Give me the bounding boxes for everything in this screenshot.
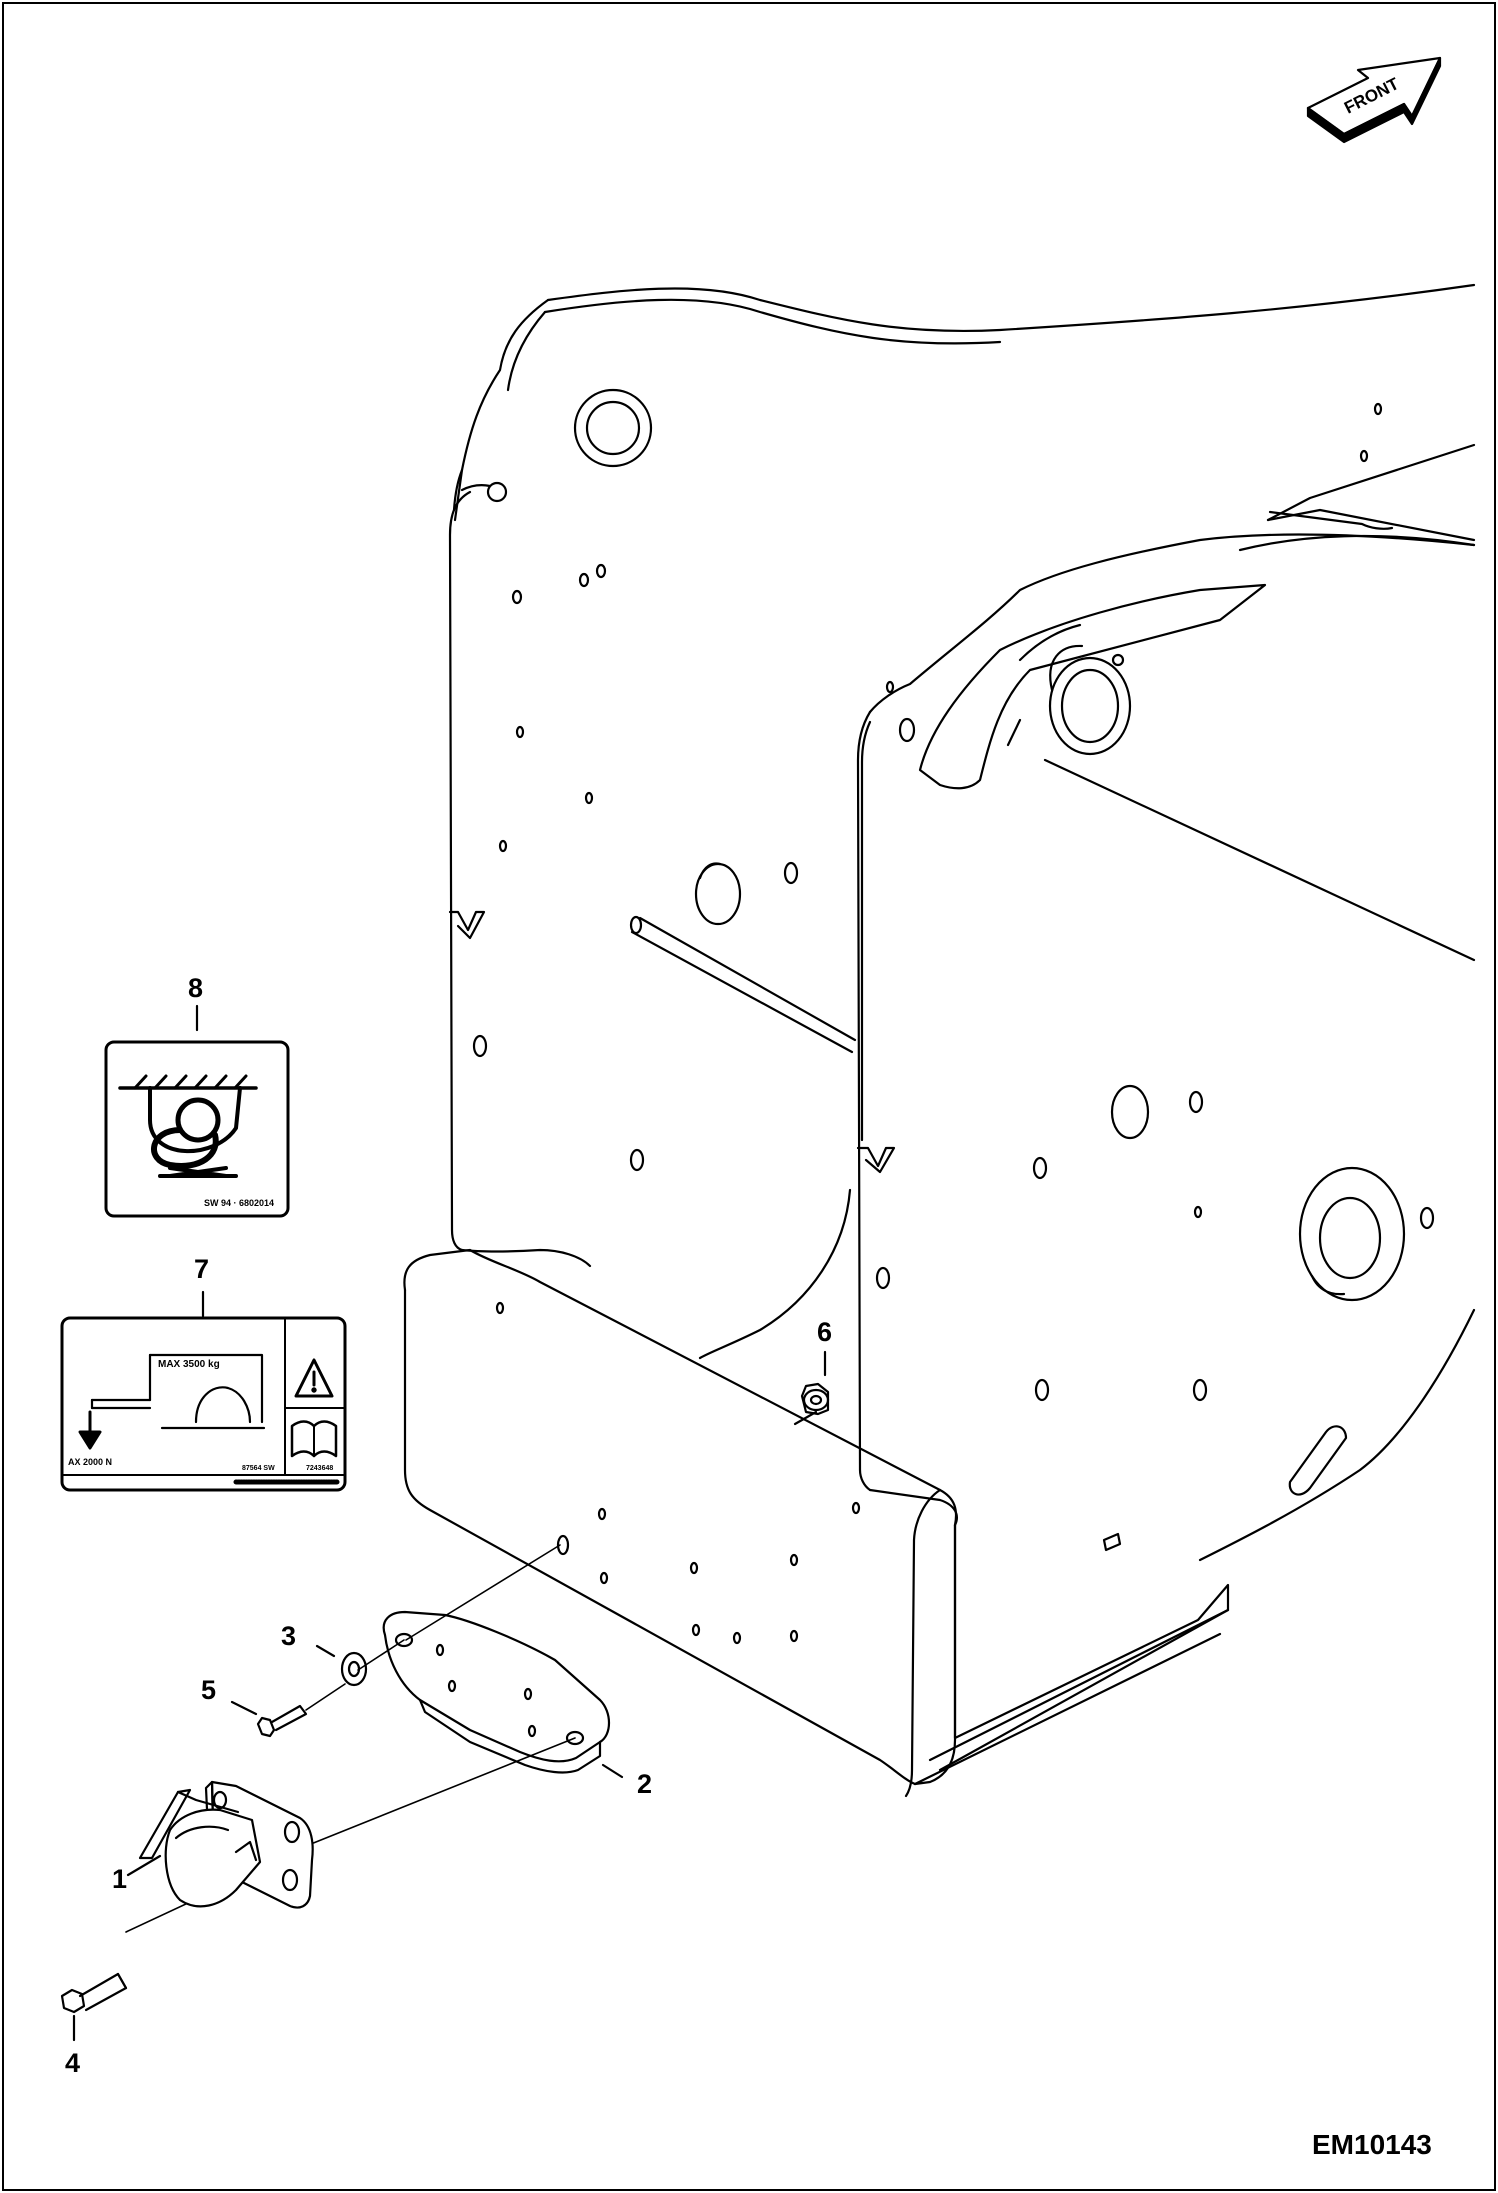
decal-7-towing-capacity: MAX 3500 kg AX 2000 N 87564 SW 7243648	[60, 1290, 347, 1492]
decal-8-part-code: SW 94 · 6802014	[204, 1198, 274, 1208]
front-direction-arrow: FRONT	[1306, 56, 1442, 144]
decal-8-lifting-point: SW 94 · 6802014	[104, 1004, 290, 1218]
part-6-nut	[793, 1350, 830, 1426]
callout-3: 3	[281, 1621, 296, 1651]
part-5-bolt	[230, 1700, 308, 1738]
part-4-bolt	[60, 1972, 128, 2042]
callout-6: 6	[817, 1317, 832, 1347]
callout-2: 2	[637, 1769, 652, 1799]
rear-cross-member	[403, 1248, 1230, 1798]
part-2-adapter-plate	[382, 1610, 624, 1779]
part-1-tow-hitch	[126, 1780, 314, 1909]
callout-1: 1	[112, 1864, 127, 1894]
callout-8: 8	[188, 973, 203, 1003]
decal-7-part-code-right: 7243648	[306, 1465, 333, 1472]
callout-5: 5	[201, 1675, 216, 1705]
callout-7: 7	[194, 1254, 209, 1284]
decal-7-vertical-load: AX 2000 N	[68, 1457, 112, 1467]
machine-frame	[448, 283, 1476, 1562]
decal-7-part-code-left: 87564 SW	[242, 1465, 275, 1472]
decal-7-max-load: MAX 3500 kg	[158, 1359, 220, 1370]
part-3-washer	[315, 1644, 368, 1687]
figure-id: EM10143	[1312, 2129, 1432, 2160]
callout-4: 4	[65, 2048, 80, 2078]
